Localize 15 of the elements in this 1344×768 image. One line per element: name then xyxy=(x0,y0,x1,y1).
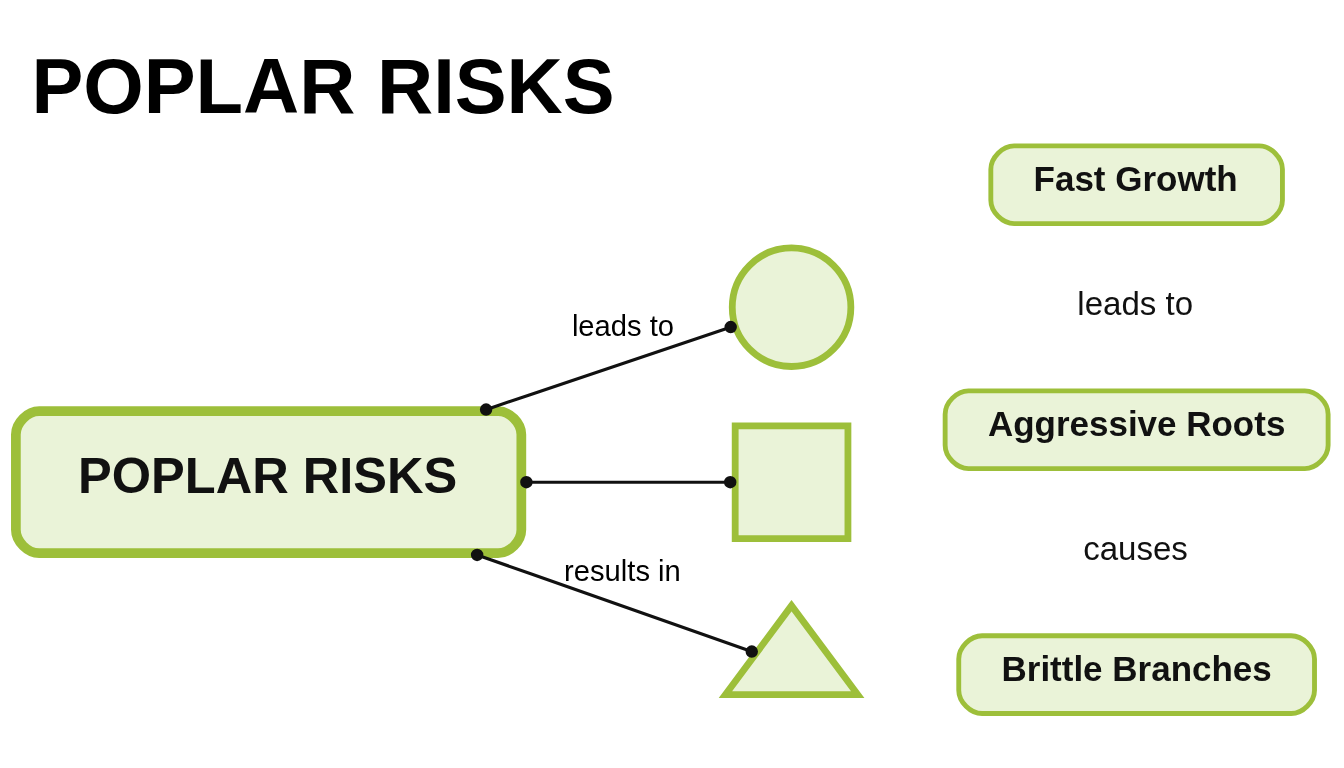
label: leads to xyxy=(1077,284,1194,322)
edge-label: leads to xyxy=(571,309,675,342)
node-box: Aggressive Roots xyxy=(942,387,1331,471)
node-box: Brittle Branches xyxy=(956,632,1317,716)
connector xyxy=(520,475,737,488)
label: causes xyxy=(1083,529,1188,567)
node-box xyxy=(731,421,852,542)
node-circle xyxy=(728,244,855,370)
node-triangle xyxy=(718,599,865,698)
connector xyxy=(470,548,758,658)
diagram-title: POPLAR RISKS xyxy=(31,42,615,129)
edge-label: results in xyxy=(564,554,681,587)
connector xyxy=(479,320,737,416)
node-box: Fast Growth xyxy=(988,142,1285,226)
node-box: POPLAR RISKS xyxy=(11,405,527,558)
